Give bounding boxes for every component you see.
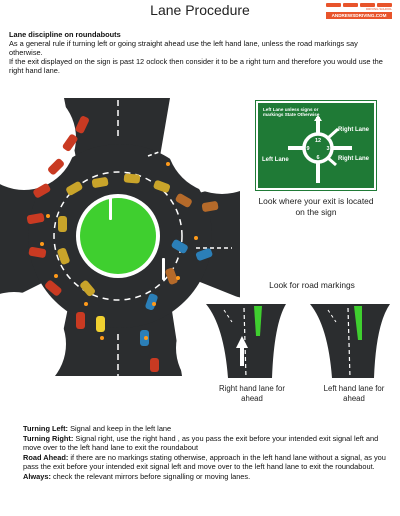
instruction-turning-right: Turning Right: Signal right, use the rig… [23, 434, 393, 453]
instruction-text: Signal right, use the right hand , as yo… [23, 433, 379, 453]
instruction-label: Turning Left: [23, 424, 69, 433]
intro-heading: Lane discipline on roundabouts [9, 30, 121, 39]
indicator-lights [40, 162, 198, 340]
logo-brand: ANDREWSDRIVING.COM [326, 12, 392, 19]
logo-stripes [326, 3, 392, 7]
instruction-label: Road Ahead: [23, 452, 69, 462]
clock-6: 6 [316, 155, 319, 161]
left-lane-ahead-diagram [310, 304, 390, 378]
sign-right-lane-top: Right Lane [338, 127, 370, 133]
roundabout-sign: Left Lane unless signs or markings State… [255, 100, 377, 191]
page-title: Lane Procedure [150, 2, 250, 18]
instruction-label: Turning Right: [23, 433, 74, 443]
right-lane-caption: Right hand lane for ahead [219, 384, 285, 403]
instruction-text: check the relevant mirrors before signal… [50, 471, 251, 481]
right-lane-ahead-diagram [206, 304, 286, 378]
clock-12: 12 [315, 138, 321, 144]
sign-right-lane-bottom: Right Lane [338, 156, 370, 162]
brand-logo: DRIVING SCHOOL ANDREWSDRIVING.COM [326, 3, 392, 21]
traffic-cars [26, 116, 219, 372]
clock-3: 3 [326, 146, 329, 152]
intro-paragraph-1: As a general rule if turning left or goi… [9, 39, 358, 57]
sign-caption: Look where your exit is located on the s… [258, 196, 374, 217]
intro-text: Lane discipline on roundabouts As a gene… [9, 30, 393, 75]
logo-tagline: DRIVING SCHOOL [365, 7, 392, 11]
instruction-text: Signal and keep in the left lane [68, 424, 172, 433]
clock-9: 9 [306, 146, 309, 152]
instruction-text: if there are no markings stating otherwi… [23, 452, 386, 472]
instruction-turning-left: Turning Left: Signal and keep in the lef… [23, 424, 393, 434]
intro-paragraph-2: If the exit displayed on the sign is pas… [9, 57, 383, 75]
markings-caption: Look for road markings [269, 280, 355, 290]
roundabout-island [80, 198, 156, 274]
sign-header-line-2: markings State Otherwise [263, 112, 320, 117]
ahead-arrow-icon [236, 336, 248, 366]
instruction-label: Always: [23, 471, 51, 481]
sign-header-line-1: Left Lane unless signs or [263, 107, 319, 112]
sign-left-lane: Left Lane [262, 157, 289, 163]
instruction-always: Always: check the relevant mirrors befor… [23, 472, 393, 482]
left-lane-caption: Left hand lane for ahead [323, 384, 385, 403]
roundabout-illustration [0, 98, 240, 376]
instruction-road-ahead: Road Ahead: if there are no markings sta… [23, 453, 393, 472]
instructions: Turning Left: Signal and keep in the lef… [23, 424, 393, 482]
